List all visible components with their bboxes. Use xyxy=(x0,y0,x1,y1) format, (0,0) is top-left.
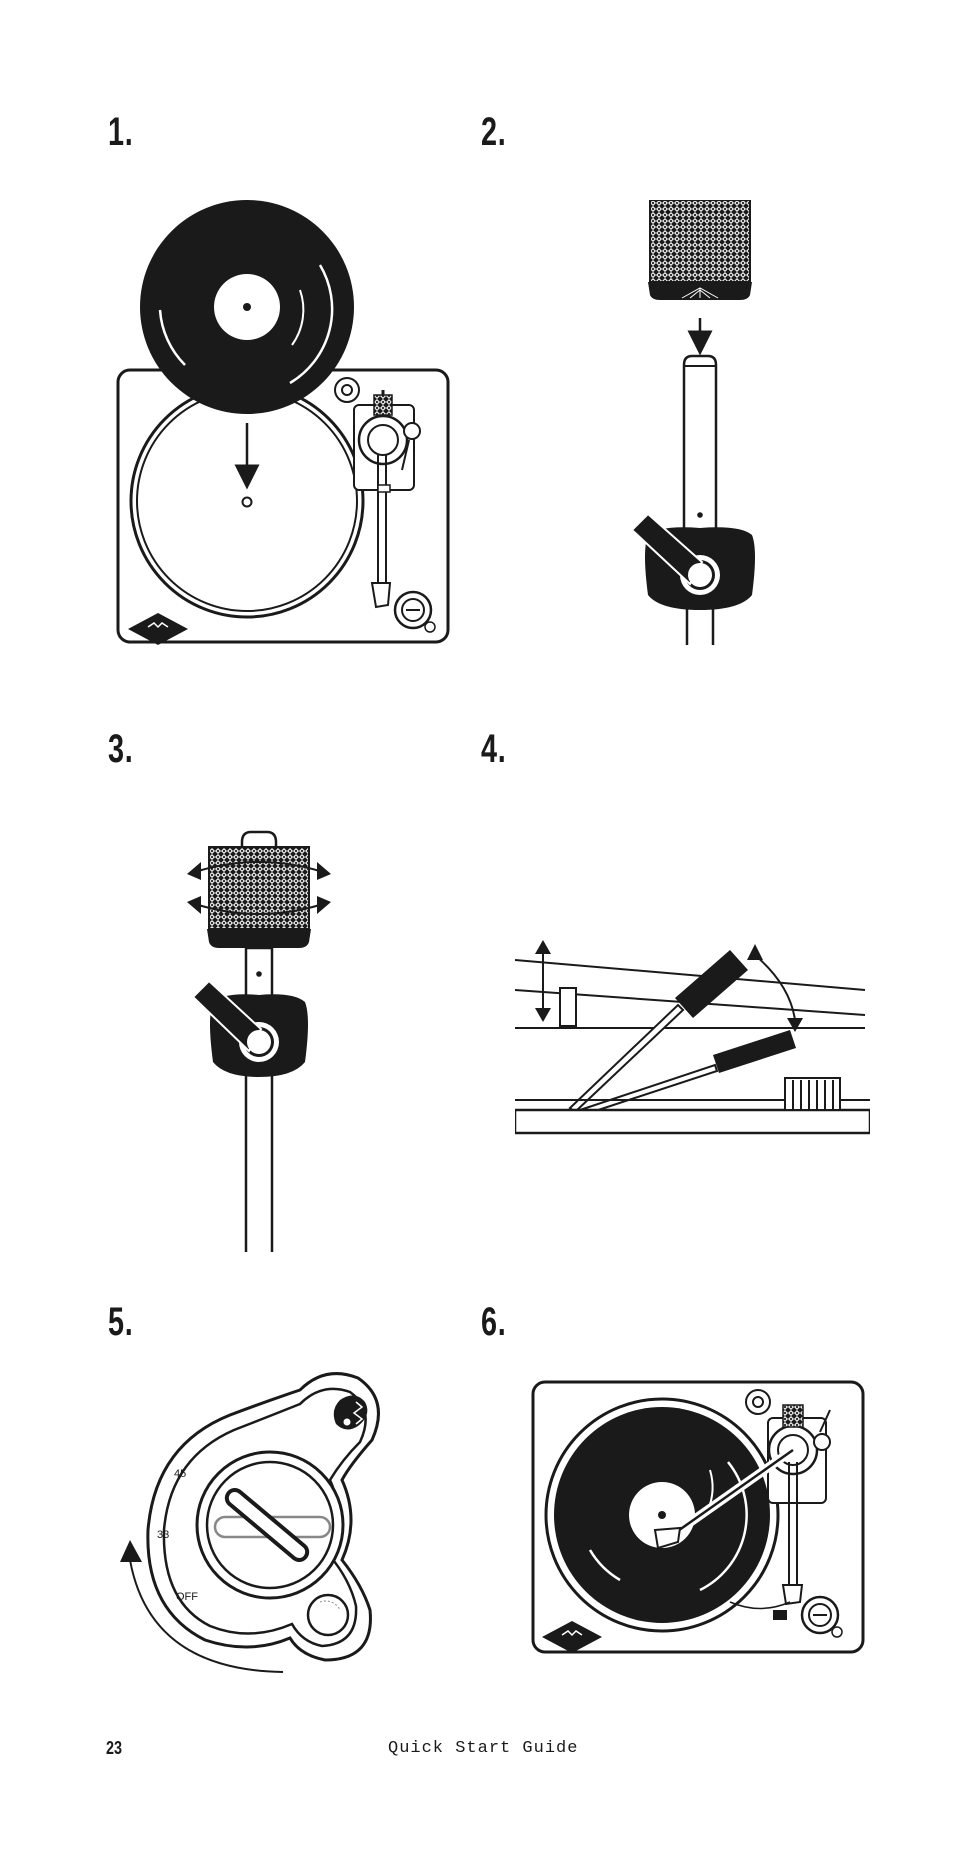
figure-place-record xyxy=(110,195,460,655)
step-number-4: 4. xyxy=(481,727,506,772)
figure-turntable-playing xyxy=(530,1380,875,1655)
speed-label-off: OFF xyxy=(176,1591,198,1603)
footer-title: Quick Start Guide xyxy=(388,1739,578,1758)
step-number-3: 3. xyxy=(108,727,133,772)
figure-attach-counterweight xyxy=(620,200,780,645)
figure-speed-selector: 45 33 OFF xyxy=(110,1370,420,1675)
figure-tonearm-lift xyxy=(515,930,870,1145)
tonearm-lowered xyxy=(580,1065,717,1115)
step-number-1: 1. xyxy=(108,110,133,155)
step-number-6: 6. xyxy=(481,1300,506,1345)
speed-label-45: 45 xyxy=(174,1468,186,1480)
speed-label-33: 33 xyxy=(157,1529,169,1541)
vinyl-record-icon xyxy=(554,1407,770,1623)
counterweight-icon xyxy=(648,200,752,300)
figure-adjust-counterweight xyxy=(185,812,360,1252)
vinyl-record-icon xyxy=(140,200,354,414)
step-number-5: 5. xyxy=(108,1300,133,1345)
spindle xyxy=(243,498,252,507)
tonearm-shaft xyxy=(684,356,716,540)
page-number: 23 xyxy=(106,1738,122,1759)
tonearm-pivot xyxy=(632,514,755,645)
step-number-2: 2. xyxy=(481,110,506,155)
